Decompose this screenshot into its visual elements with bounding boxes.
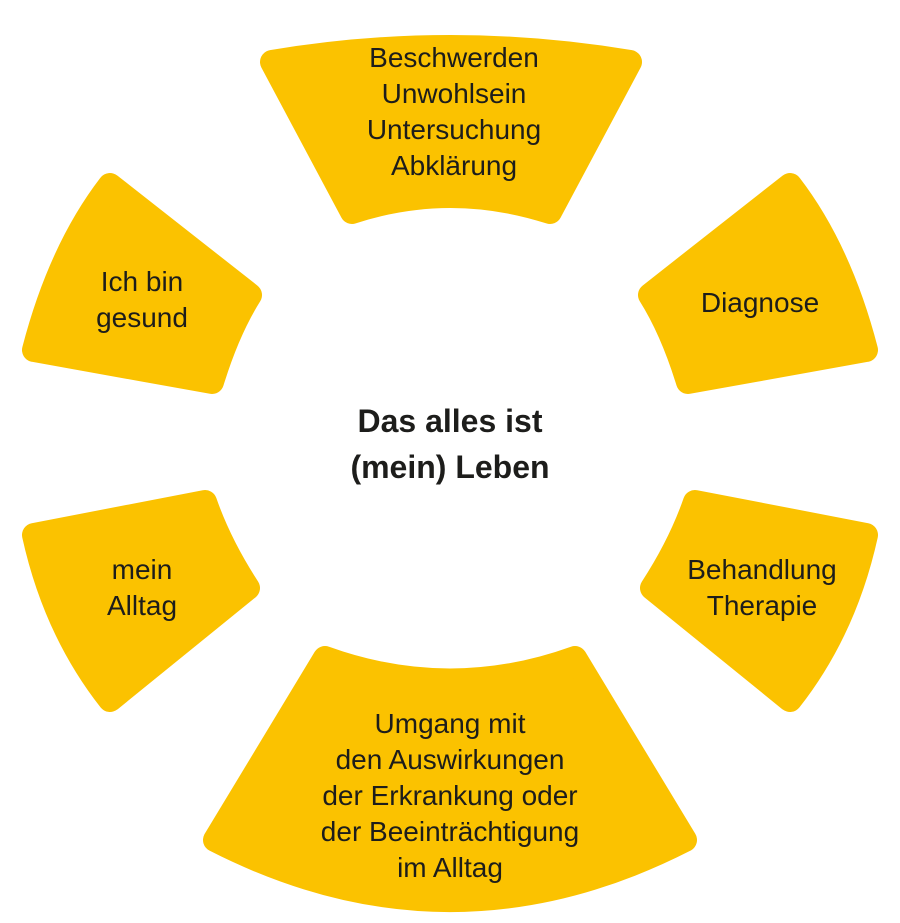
- label-lower-left: mein Alltag: [107, 552, 177, 624]
- label-line: Ich bin: [100, 266, 184, 297]
- label-line: Abklärung: [390, 150, 518, 181]
- label-upper-left: Ich bin gesund: [96, 264, 188, 336]
- label-line: Untersuchung: [366, 114, 542, 145]
- label-line: Unwohlsein: [381, 78, 527, 109]
- label-upper-right: Diagnose: [701, 285, 819, 321]
- label-line: Diagnose: [700, 287, 820, 318]
- center-line: Das alles ist: [357, 403, 543, 439]
- label-line: gesund: [96, 302, 188, 333]
- segment-bottom: [203, 646, 697, 912]
- label-line: der Erkrankung oder: [322, 780, 578, 811]
- segment-lower-left: [22, 490, 260, 712]
- label-line: Beschwerden: [369, 42, 539, 73]
- segment-upper-right: [638, 173, 878, 394]
- label-line: Umgang mit: [374, 708, 526, 739]
- label-line: Alltag: [106, 590, 178, 621]
- label-line: Therapie: [706, 590, 818, 621]
- label-line: mein: [111, 554, 173, 585]
- label-lower-right: Behandlung Therapie: [687, 552, 836, 624]
- label-top: Beschwerden Unwohlsein Untersuchung Abkl…: [367, 40, 541, 184]
- label-bottom: Umgang mit den Auswirkungen der Erkranku…: [321, 706, 579, 886]
- label-line: der Beeinträchtigung: [320, 816, 580, 847]
- segment-lower-right: [640, 490, 878, 712]
- label-line: Behandlung: [687, 554, 837, 585]
- label-line: im Alltag: [397, 852, 503, 883]
- label-line: den Auswirkungen: [335, 744, 565, 775]
- segment-upper-left: [22, 173, 262, 394]
- center-title: Das alles ist (mein) Leben: [350, 398, 549, 490]
- center-line: (mein) Leben: [350, 449, 550, 485]
- segment-top: [260, 35, 642, 224]
